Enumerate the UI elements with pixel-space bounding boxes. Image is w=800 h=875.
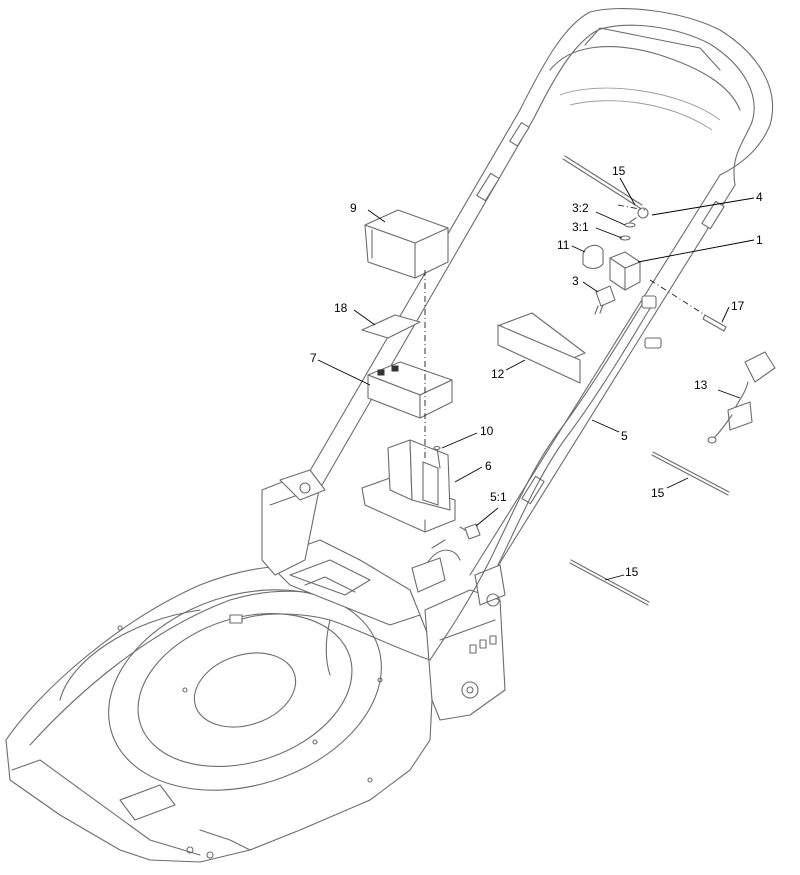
callout-6: 6 <box>485 459 492 473</box>
part-3-connector <box>594 285 616 315</box>
part-10-screw <box>433 445 441 469</box>
part-11-cap <box>582 244 604 270</box>
part-15-rod-top <box>562 155 643 209</box>
callout-3: 3 <box>572 274 579 288</box>
callout-5: 5 <box>621 429 628 443</box>
callout-9: 9 <box>350 201 357 215</box>
leader-lines <box>317 177 755 581</box>
part-15-rod-low <box>569 559 650 606</box>
callout-5-1: 5:1 <box>490 490 507 504</box>
callout-7: 7 <box>310 351 317 365</box>
callout-13: 13 <box>694 378 708 392</box>
callout-12: 12 <box>491 367 505 381</box>
part-7-battery <box>367 361 453 419</box>
part-9-battery-cover <box>364 209 449 279</box>
callout-10: 10 <box>480 424 494 438</box>
part-13-charger <box>707 351 776 444</box>
part-17-pin <box>702 314 727 332</box>
callout-15-mid: 15 <box>651 486 665 500</box>
part-3-washers <box>619 222 636 241</box>
callout-3-2: 3:2 <box>572 201 589 215</box>
callout-1: 1 <box>756 233 763 247</box>
callout-17: 17 <box>731 299 745 313</box>
part-15-rod-mid <box>651 451 730 496</box>
part-5-1-connector <box>459 523 481 540</box>
part-18-label <box>361 314 421 339</box>
callout-3-1: 3:1 <box>572 220 589 234</box>
callout-15-top: 15 <box>612 164 626 178</box>
part-12-decal <box>497 312 586 384</box>
callout-labels: 15 4 3:2 3:1 1 11 3 17 9 18 12 7 13 5 10… <box>310 164 763 579</box>
handle-assembly <box>279 8 774 607</box>
wire-harness <box>229 295 662 676</box>
assembly-lines <box>424 204 706 460</box>
part-6-battery-tray <box>361 439 456 533</box>
part-1-key-switch <box>609 251 641 291</box>
callout-18: 18 <box>334 301 348 315</box>
callout-4: 4 <box>756 190 763 204</box>
mower-deck <box>5 474 506 863</box>
callout-11: 11 <box>557 238 570 252</box>
part-4-key <box>629 207 649 223</box>
callout-15-low: 15 <box>625 565 639 579</box>
